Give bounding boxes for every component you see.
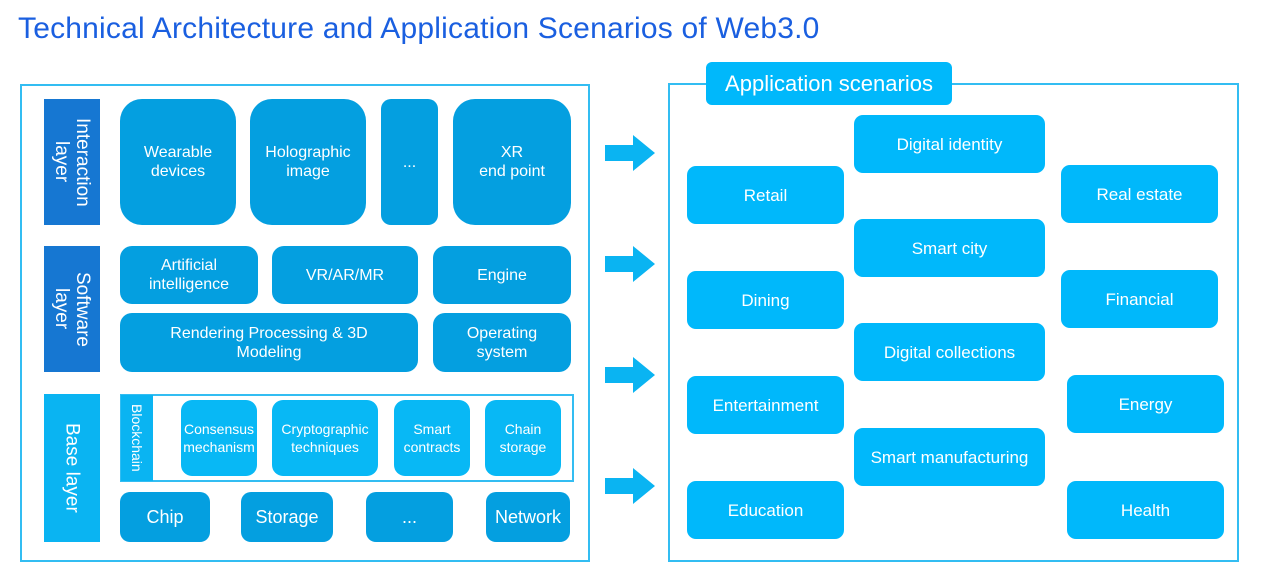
xr-end-point-box: XR end point: [453, 99, 571, 225]
scenario-digital-collections: Digital collections: [854, 323, 1045, 381]
scenario-dining: Dining: [687, 271, 844, 329]
page-title: Technical Architecture and Application S…: [18, 12, 820, 45]
chain-storage-box: Chain storage: [485, 400, 561, 476]
scenario-retail: Retail: [687, 166, 844, 224]
software-layer-label: Software layer: [44, 246, 100, 372]
holographic-image-box: Holographic image: [250, 99, 366, 225]
base-layer-label: Base layer: [44, 394, 100, 542]
arrow-right-icon: [605, 357, 655, 393]
scenarios-frame: [668, 83, 1239, 562]
base-more-box: ...: [366, 492, 453, 542]
chip-box: Chip: [120, 492, 210, 542]
blockchain-label: Blockchain: [121, 395, 153, 481]
consensus-mechanism-box: Consensus mechanism: [181, 400, 257, 476]
arrow-right-icon: [605, 468, 655, 504]
scenarios-title: Application scenarios: [706, 62, 952, 105]
network-box: Network: [486, 492, 570, 542]
scenario-digital-identity: Digital identity: [854, 115, 1045, 173]
storage-box: Storage: [241, 492, 333, 542]
scenario-financial: Financial: [1061, 270, 1218, 328]
engine-box: Engine: [433, 246, 571, 304]
artificial-intelligence-box: Artificial intelligence: [120, 246, 258, 304]
rendering-modeling-box: Rendering Processing & 3D Modeling: [120, 313, 418, 372]
scenario-smart-manufacturing: Smart manufacturing: [854, 428, 1045, 486]
scenario-real-estate: Real estate: [1061, 165, 1218, 223]
architecture-frame: [20, 84, 590, 562]
scenario-health: Health: [1067, 481, 1224, 539]
interaction-more-box: ...: [381, 99, 438, 225]
arrow-right-icon: [605, 246, 655, 282]
scenario-education: Education: [687, 481, 844, 539]
vr-ar-mr-box: VR/AR/MR: [272, 246, 418, 304]
scenario-energy: Energy: [1067, 375, 1224, 433]
smart-contracts-box: Smart contracts: [394, 400, 470, 476]
wearable-devices-box: Wearable devices: [120, 99, 236, 225]
cryptographic-techniques-box: Cryptographic techniques: [272, 400, 378, 476]
scenario-smart-city: Smart city: [854, 219, 1045, 277]
operating-system-box: Operating system: [433, 313, 571, 372]
arrow-right-icon: [605, 135, 655, 171]
interaction-layer-label: Interaction layer: [44, 99, 100, 225]
scenario-entertainment: Entertainment: [687, 376, 844, 434]
